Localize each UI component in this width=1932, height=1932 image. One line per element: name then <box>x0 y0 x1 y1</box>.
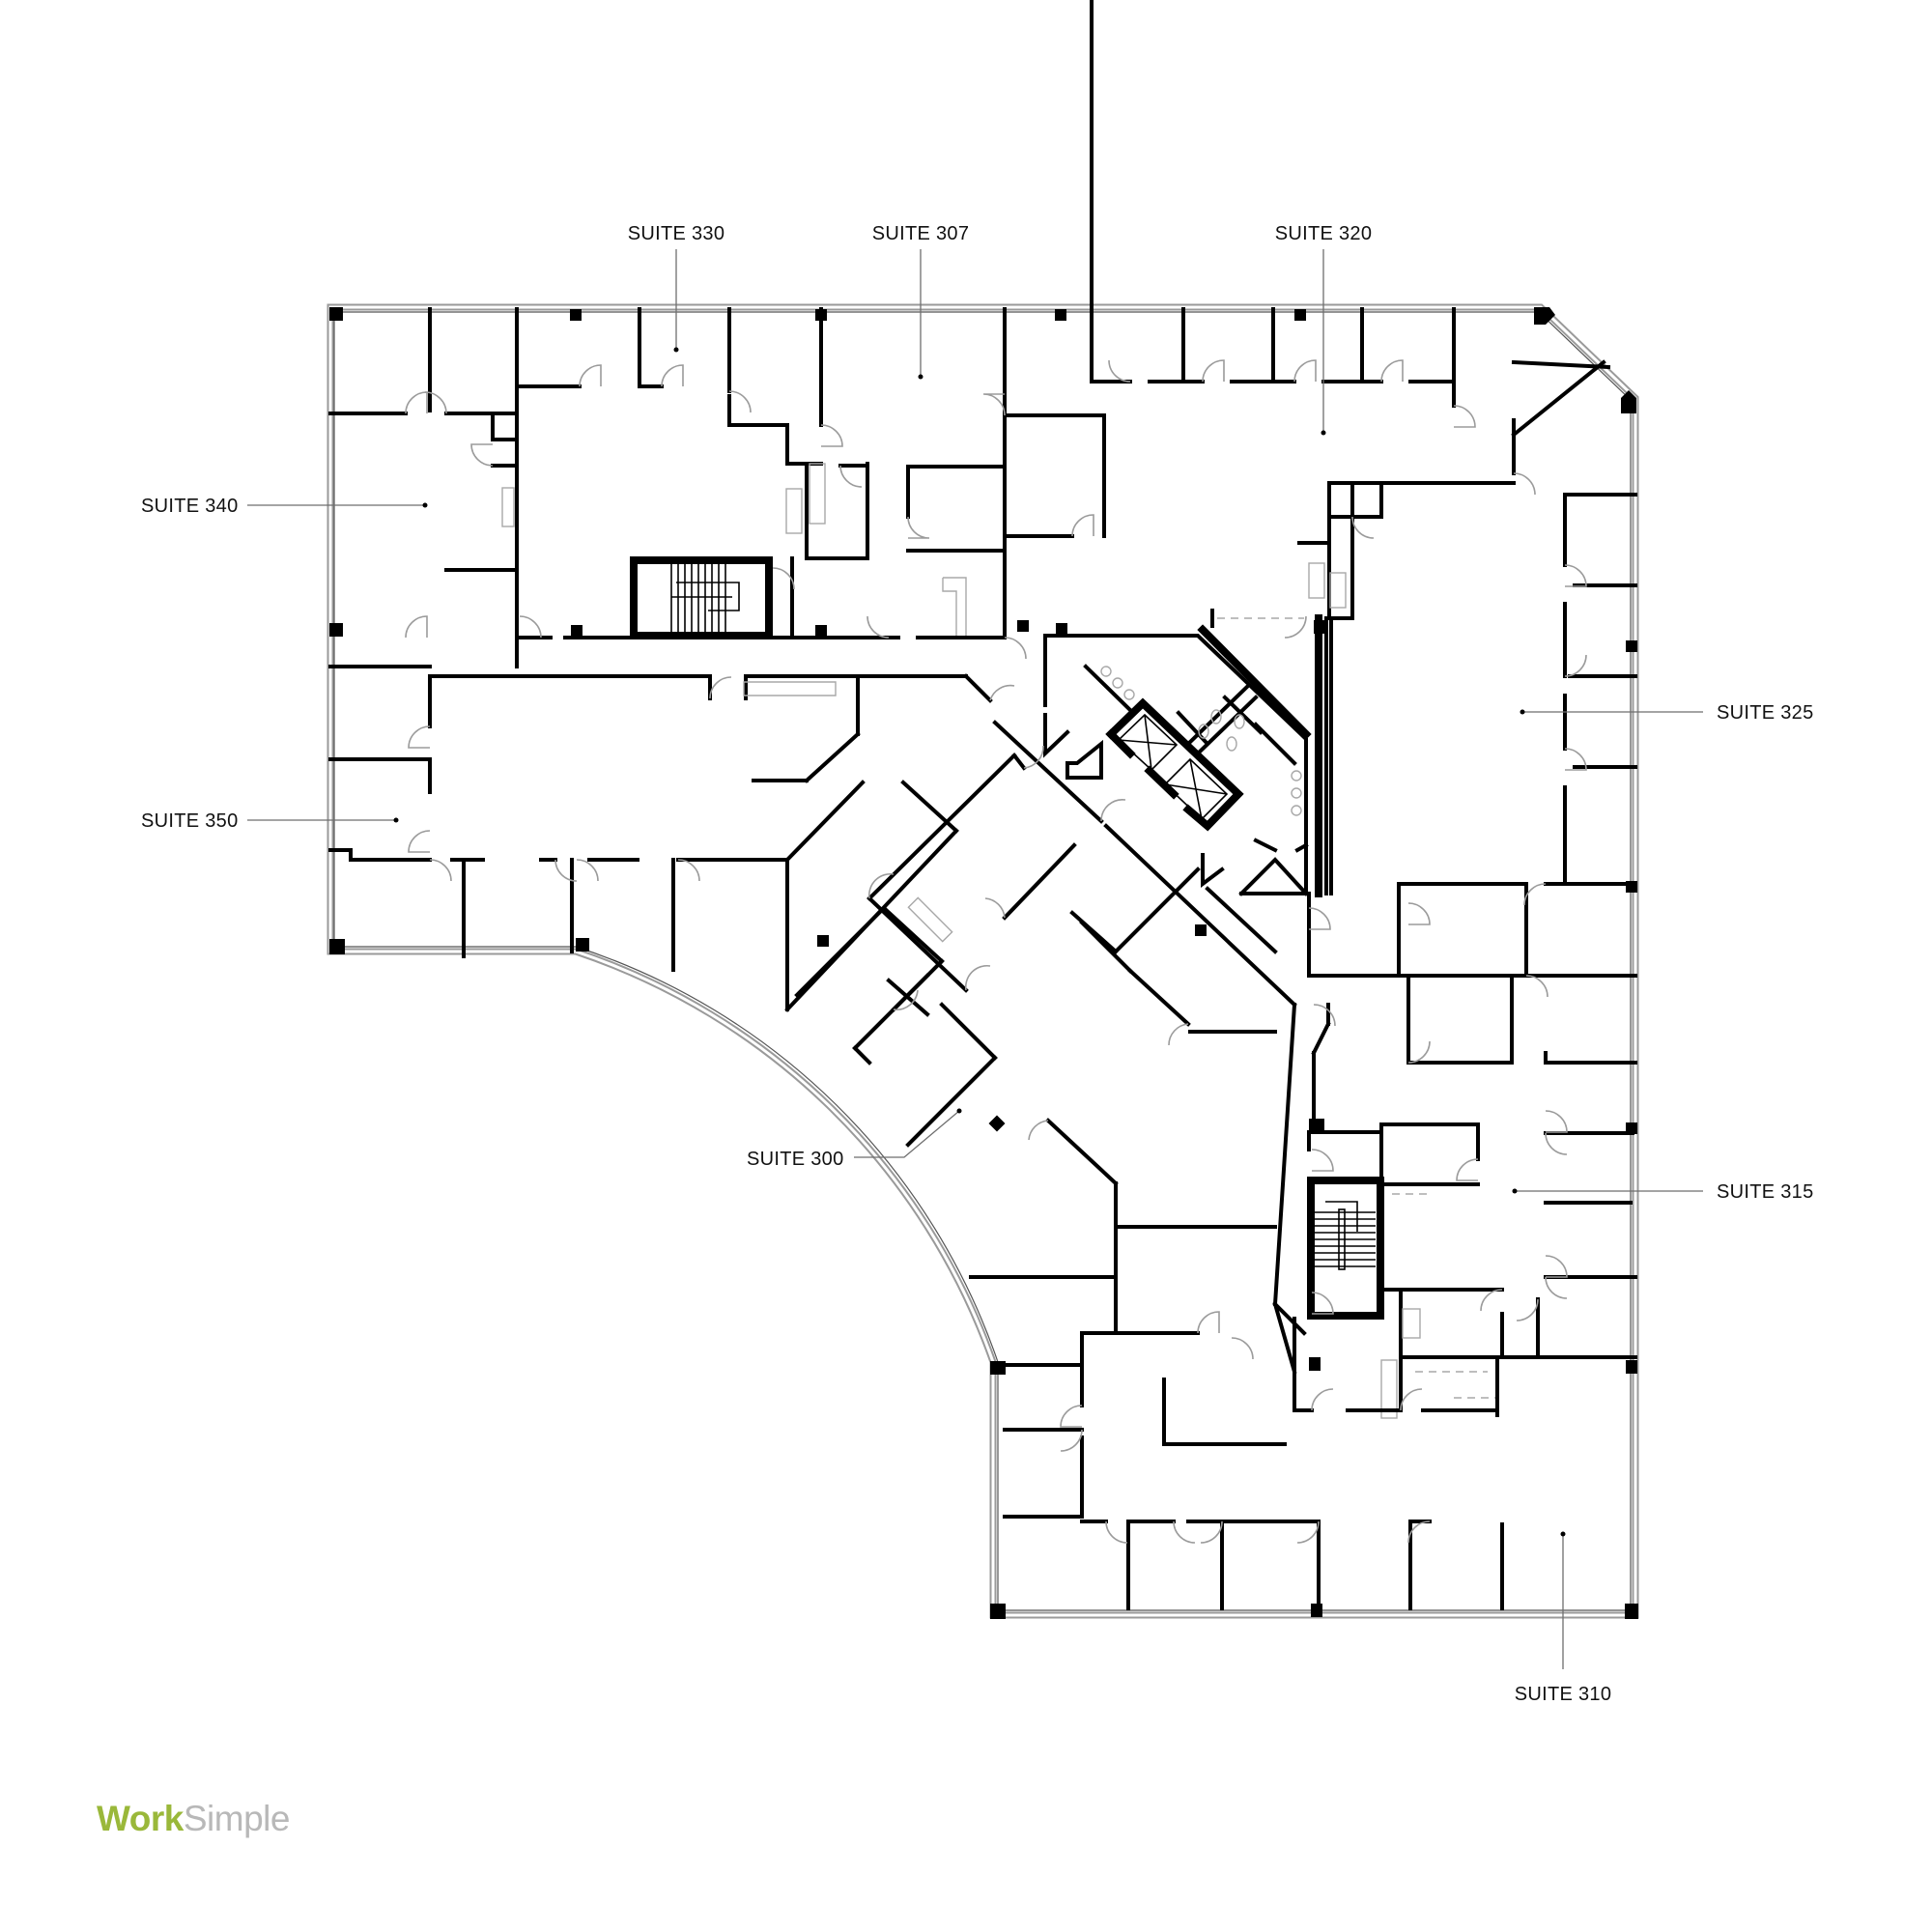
suite-307-walls <box>867 307 1007 639</box>
elevator-icon <box>1117 713 1229 821</box>
corridor-walls <box>1272 892 1331 1336</box>
suite-325-label[interactable]: SUITE 325 <box>1520 702 1814 724</box>
suite-340-walls <box>328 307 519 668</box>
exterior-wall <box>327 303 1639 1619</box>
restroom-fixtures <box>1100 666 1302 816</box>
central-core <box>1043 614 1333 897</box>
suite-310-walls <box>1003 1301 1504 1610</box>
suite-320-text: SUITE 320 <box>1275 223 1373 244</box>
suite-350-label[interactable]: SUITE 350 <box>141 810 399 832</box>
suite-320-label[interactable]: SUITE 320 <box>1275 223 1373 436</box>
worksimple-logo: WorkSimple <box>97 1799 290 1839</box>
suite-300-text: SUITE 300 <box>747 1149 844 1170</box>
stair-1-icon <box>670 564 740 632</box>
suite-350-text: SUITE 350 <box>141 810 239 832</box>
suite-307-text: SUITE 307 <box>872 223 970 244</box>
suite-315-text: SUITE 315 <box>1717 1181 1814 1203</box>
suite-315-walls <box>1379 974 1637 1419</box>
suite-350-walls <box>328 665 968 1011</box>
suite-340-text: SUITE 340 <box>141 496 239 517</box>
logo-bold-text: Work <box>97 1799 184 1838</box>
suite-330-label[interactable]: SUITE 330 <box>628 223 725 353</box>
logo-light-text: Simple <box>183 1799 291 1838</box>
suite-330-text: SUITE 330 <box>628 223 725 244</box>
suite-310-label[interactable]: SUITE 310 <box>1515 1531 1612 1706</box>
stair-1-enclosure <box>630 556 773 639</box>
suite-330-walls <box>515 307 891 639</box>
suite-310-text: SUITE 310 <box>1515 1684 1612 1705</box>
suite-315-label[interactable]: SUITE 315 <box>1512 1181 1814 1203</box>
suite-320-walls <box>1003 0 1611 639</box>
suite-307-label[interactable]: SUITE 307 <box>872 223 970 380</box>
suite-325-text: SUITE 325 <box>1717 702 1814 724</box>
stair-2 <box>1307 1130 1384 1320</box>
suite-340-label[interactable]: SUITE 340 <box>141 496 428 517</box>
suite-300-label[interactable]: SUITE 300 <box>747 1108 962 1171</box>
door-swings <box>405 359 1587 1544</box>
structural-columns <box>329 307 1638 1619</box>
suite-labels: SUITE 330 SUITE 307 SUITE 320 SUITE 340 … <box>141 223 1814 1706</box>
suite-300-walls <box>784 673 1297 1335</box>
suite-325-walls <box>1307 481 1637 978</box>
